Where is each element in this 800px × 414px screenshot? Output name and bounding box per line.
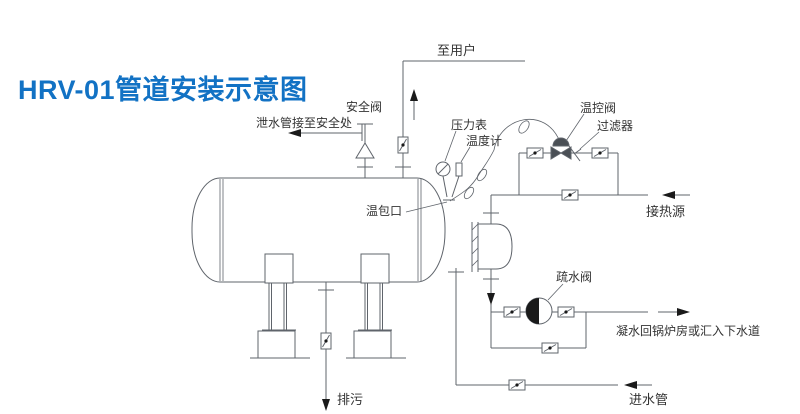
outlet-line-to-user (395, 60, 525, 178)
temp-control-branch (518, 152, 619, 195)
label-inlet-pipe: 进水管 (629, 392, 669, 407)
temp-bulb-capillary (405, 118, 561, 213)
pressure-gauge-symbol (435, 130, 457, 198)
valve-symbol-inlet (508, 379, 526, 391)
saddle-support-left (250, 253, 310, 359)
valve-symbol-heat-main (561, 189, 579, 201)
safety-valve-symbol (355, 123, 375, 178)
page-title: HRV-01管道安装示意图 (18, 75, 308, 105)
valve-symbol-blowdown (320, 332, 332, 350)
label-condensate-return: 凝水回锅炉房或汇入下水道 (616, 324, 761, 338)
valve-symbol-trap-bypass (541, 342, 559, 354)
label-heat-source: 接热源 (646, 204, 686, 219)
label-safety-valve: 安全阀 (346, 100, 383, 114)
label-filter: 过滤器 (597, 119, 634, 133)
label-thermometer: 温度计 (466, 134, 503, 148)
label-temp-control-valve: 温控阀 (580, 101, 617, 115)
valve-symbol-trap-right (557, 306, 575, 318)
label-temp-bulb-port: 温包口 (366, 204, 403, 218)
valve-symbol-tcv-left (526, 147, 544, 159)
valve-symbol-outlet (397, 136, 409, 154)
label-drain-to-safe: 泄水管接至安全处 (256, 116, 353, 130)
strainer-symbol (568, 131, 600, 162)
storage-tank (191, 177, 446, 283)
steam-trap-symbol (525, 283, 564, 325)
inlet-water-line (448, 268, 652, 389)
condensate-drop-leg (483, 269, 499, 312)
thermometer-symbol (451, 146, 471, 198)
label-to-user: 至用户 (437, 43, 477, 58)
heat-exchanger-bonnet (471, 222, 513, 272)
valve-symbol-tcv-right (591, 147, 609, 159)
valve-symbol-trap-left (503, 306, 521, 318)
relief-line (288, 124, 363, 141)
temp-control-valve-symbol (550, 113, 585, 160)
label-steam-trap: 疏水阀 (556, 270, 593, 284)
label-pressure-gauge: 压力表 (451, 118, 488, 132)
saddle-support-right (346, 253, 406, 359)
label-blowdown: 排污 (337, 392, 364, 407)
